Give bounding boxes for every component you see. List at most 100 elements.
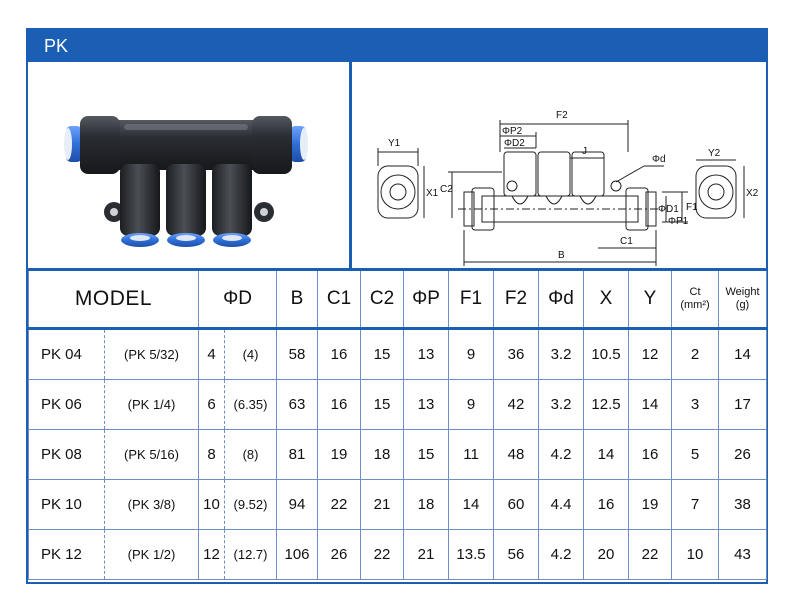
cell-inch-model: (PK 3/8): [104, 479, 199, 530]
cell-c2: 15: [360, 327, 405, 380]
product-photo-panel: [28, 62, 352, 268]
cell-f1: 9: [448, 327, 495, 380]
spec-table: MODEL ΦD B C1 C2 ΦP F1 F2 Φd X Y Ct (mm²…: [28, 268, 768, 580]
cell-c2: 21: [360, 479, 405, 530]
cell-c1: 19: [317, 429, 362, 480]
cell-c2: 22: [360, 529, 405, 580]
ct-label: Ct: [689, 286, 701, 298]
dim-label-x2: X2: [746, 188, 759, 199]
cell-f1: 9: [448, 379, 495, 430]
col-header-y: Y: [628, 268, 673, 329]
title-bar: PK: [28, 30, 766, 62]
cell-ds: 4.2: [538, 529, 585, 580]
cell-ct: 7: [671, 479, 720, 530]
cell-ct: 10: [671, 529, 720, 580]
cell-od: 8: [198, 429, 225, 480]
dimension-drawing-panel: F2 ΦP2 ΦD2 J Φd C2 Y1 X1 ΦD1 ΦP1 F1 Y2 X…: [352, 62, 766, 268]
cell-inch-model: (PK 5/32): [104, 327, 199, 380]
product-sheet: PK: [26, 28, 768, 584]
cell-ct: 5: [671, 429, 720, 480]
cell-ct: 3: [671, 379, 720, 430]
cell-f1: 14: [448, 479, 495, 530]
dim-label-p2: ΦP2: [502, 126, 523, 137]
cell-od-inch: (6.35): [223, 379, 278, 430]
dim-label-p1: ΦP1: [668, 216, 689, 227]
dim-label-y2: Y2: [708, 148, 721, 159]
ct-unit: (mm²): [680, 299, 710, 311]
cell-weight: 26: [718, 429, 768, 480]
cell-ds: 4.2: [538, 429, 585, 480]
cell-y: 19: [628, 479, 673, 530]
col-header-b: B: [276, 268, 319, 329]
cell-inch-model: (PK 1/2): [104, 529, 199, 580]
cell-p: 15: [403, 429, 450, 480]
cell-od: 12: [198, 529, 225, 580]
cell-p: 13: [403, 379, 450, 430]
cell-inch-model: (PK 1/4): [104, 379, 199, 430]
cell-f1: 11: [448, 429, 495, 480]
cell-y: 16: [628, 429, 673, 480]
fitting-photo-image: [64, 116, 308, 247]
cell-weight: 14: [718, 327, 768, 380]
weight-unit: (g): [735, 299, 750, 311]
dim-label-d1: ΦD1: [658, 204, 679, 215]
cell-b: 94: [276, 479, 319, 530]
cell-x: 10.5: [583, 327, 630, 380]
dim-label-j: J: [582, 146, 587, 157]
cell-weight: 43: [718, 529, 768, 580]
cell-x: 14: [583, 429, 630, 480]
cell-ds: 4.4: [538, 479, 585, 530]
cell-ds: 3.2: [538, 379, 585, 430]
cell-od-inch: (8): [223, 429, 278, 480]
table-row: PK 08 (PK 5/16) 8 (8) 81 19 18 15 11 48 …: [28, 429, 768, 480]
table-row: PK 06 (PK 1/4) 6 (6.35) 63 16 15 13 9 42…: [28, 379, 768, 430]
cell-od-inch: (9.52): [223, 479, 278, 530]
dim-label-d2: ΦD2: [504, 138, 525, 149]
cell-model: PK 10: [28, 479, 105, 530]
col-header-c2: C2: [360, 268, 405, 329]
col-header-x: X: [583, 268, 630, 329]
col-header-op: ΦP: [403, 268, 450, 329]
cell-c1: 16: [317, 327, 362, 380]
cell-weight: 38: [718, 479, 768, 530]
col-header-c1: C1: [317, 268, 362, 329]
cell-weight: 17: [718, 379, 768, 430]
dim-label-c2: C2: [440, 184, 453, 195]
cell-model: PK 04: [28, 327, 105, 380]
col-header-f1: F1: [448, 268, 495, 329]
table-row: PK 04 (PK 5/32) 4 (4) 58 16 15 13 9 36 3…: [28, 327, 768, 380]
cell-f2: 56: [493, 529, 540, 580]
cell-c1: 22: [317, 479, 362, 530]
cell-inch-model: (PK 5/16): [104, 429, 199, 480]
dim-label-x1: X1: [426, 188, 439, 199]
cell-c1: 16: [317, 379, 362, 430]
cell-y: 12: [628, 327, 673, 380]
cell-x: 20: [583, 529, 630, 580]
cell-model: PK 12: [28, 529, 105, 580]
cell-b: 81: [276, 429, 319, 480]
cell-c2: 18: [360, 429, 405, 480]
table-row: PK 10 (PK 3/8) 10 (9.52) 94 22 21 18 14 …: [28, 479, 768, 530]
cell-od: 6: [198, 379, 225, 430]
col-header-model: MODEL: [28, 268, 199, 329]
col-header-ct: Ct (mm²): [671, 268, 720, 329]
cell-od-inch: (4): [223, 327, 278, 380]
cell-b: 58: [276, 327, 319, 380]
col-header-f2: F2: [493, 268, 540, 329]
cell-od: 4: [198, 327, 225, 380]
cell-model: PK 08: [28, 429, 105, 480]
cell-p: 13: [403, 327, 450, 380]
dim-label-c1: C1: [620, 236, 633, 247]
dim-label-y1: Y1: [388, 138, 401, 149]
cell-f2: 60: [493, 479, 540, 530]
table-header-row: MODEL ΦD B C1 C2 ΦP F1 F2 Φd X Y Ct (mm²…: [28, 268, 768, 329]
cell-b: 106: [276, 529, 319, 580]
cell-c2: 15: [360, 379, 405, 430]
cell-c1: 26: [317, 529, 362, 580]
cell-od-inch: (12.7): [223, 529, 278, 580]
dim-label-d: Φd: [652, 154, 666, 165]
dim-label-b: B: [558, 250, 565, 261]
cell-x: 12.5: [583, 379, 630, 430]
cell-f1: 13.5: [448, 529, 495, 580]
page-title: PK: [44, 36, 69, 56]
